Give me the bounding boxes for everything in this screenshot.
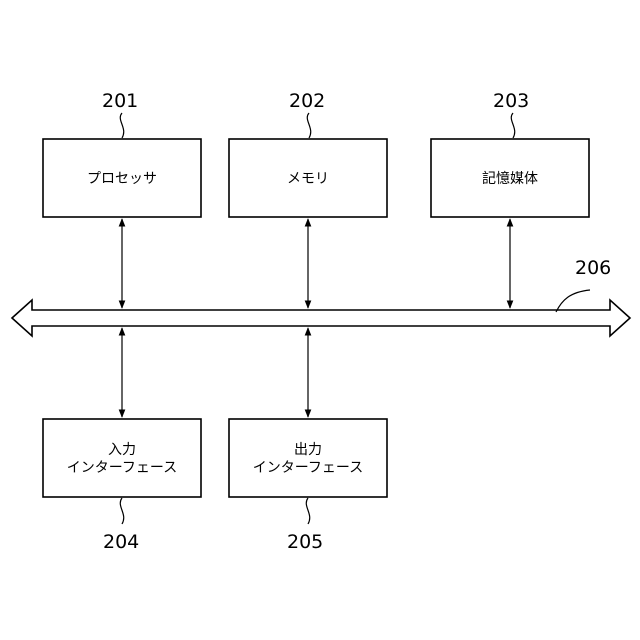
storage-ref: 203: [493, 90, 529, 112]
processor-leader-line: [120, 113, 123, 138]
processor-ref: 201: [102, 90, 138, 112]
output-label-line2: インターフェース: [253, 460, 363, 476]
input-box: [43, 419, 201, 497]
output-leader-line: [306, 498, 309, 524]
memory-label: メモリ: [287, 171, 329, 187]
memory-leader-line: [307, 113, 310, 138]
output-ref: 205: [287, 531, 323, 553]
storage-label: 記憶媒体: [482, 170, 538, 187]
bus: 206: [12, 257, 630, 336]
bus-leader-line: [556, 290, 590, 312]
output-block: 出力 インターフェース 205: [229, 419, 387, 553]
output-box: [229, 419, 387, 497]
storage-leader-line: [511, 113, 514, 138]
output-label-line1: 出力: [294, 442, 322, 458]
bus-ref: 206: [575, 257, 611, 279]
processor-label: プロセッサ: [87, 171, 157, 187]
input-label-line2: インターフェース: [67, 460, 177, 476]
memory-block: 202 メモリ: [229, 90, 387, 217]
processor-block: 201 プロセッサ: [43, 90, 201, 217]
input-leader-line: [120, 498, 123, 524]
input-label-line1: 入力: [108, 442, 136, 458]
memory-ref: 202: [289, 90, 325, 112]
input-block: 入力 インターフェース 204: [43, 419, 201, 553]
storage-block: 203 記憶媒体: [431, 90, 589, 217]
bus-arrow-shape: [12, 300, 630, 336]
input-ref: 204: [103, 531, 139, 553]
